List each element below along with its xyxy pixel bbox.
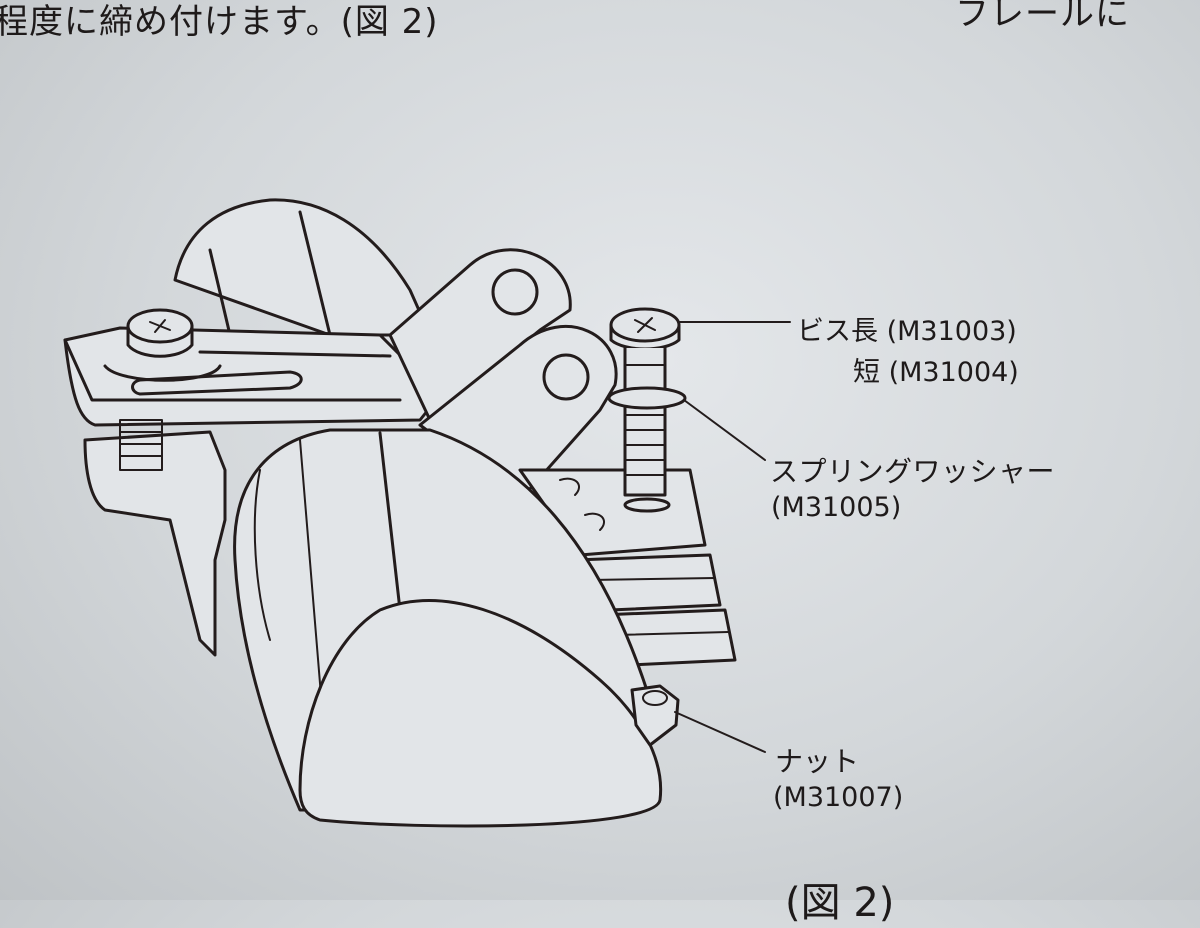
screw-shank	[623, 346, 667, 497]
nut-label: ナット	[775, 745, 860, 778]
spring-washer-code: (M31005)	[771, 492, 902, 523]
leader-washer	[683, 399, 766, 461]
instruction-text-right: フレールに	[955, 0, 1130, 34]
lower-bracket	[83, 430, 227, 657]
instruction-text: 程度に締め付けます。(図 2)	[0, 2, 439, 42]
screw-short-label: 短 (M31004)	[853, 357, 1019, 388]
rear-hinge-tab	[388, 248, 572, 422]
bracket-assembly-illustration	[63, 198, 791, 828]
figure-caption: (図 2)	[785, 880, 895, 926]
spring-washer	[607, 386, 687, 410]
spring-washer-label: スプリングワッシャー	[770, 455, 1056, 488]
screw-long-label: ビス長 (M31003)	[797, 316, 1017, 347]
rear-housing	[173, 198, 432, 337]
nut-code: (M31007)	[773, 782, 904, 813]
leader-nut	[674, 711, 766, 753]
